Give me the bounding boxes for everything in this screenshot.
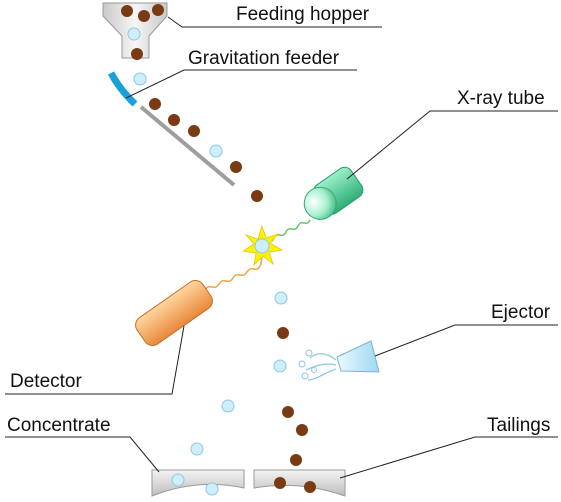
leader-detector [5, 325, 185, 395]
ore-particle [251, 190, 263, 202]
ore-particle [188, 125, 200, 137]
ore-particle [290, 454, 302, 466]
concentrate-bin-icon [151, 469, 245, 497]
ore-particle [296, 424, 308, 436]
xray-impact-flash-icon [241, 224, 284, 267]
label-concentrate: Concentrate [7, 415, 111, 436]
xray-tube-icon [303, 166, 364, 220]
label-xray-tube: X-ray tube [457, 88, 545, 109]
ore-particle [138, 10, 150, 22]
ore-particle [277, 327, 289, 339]
ore-particle [168, 114, 180, 126]
leader-hopper [167, 16, 382, 28]
ore-particle [131, 48, 143, 60]
mineral-particle [190, 442, 204, 456]
leader-xray [346, 110, 558, 180]
ore-particle [121, 5, 133, 17]
ore-particle [282, 406, 294, 418]
ore-particle [230, 161, 242, 173]
leader-concentrate [5, 436, 160, 473]
ore-particle [149, 98, 161, 110]
mineral-particle [171, 473, 185, 487]
leader-feeder [125, 69, 357, 99]
label-feeding-hopper: Feeding hopper [236, 4, 370, 25]
leader-tailings [339, 436, 558, 479]
label-tailings: Tailings [487, 415, 550, 436]
mineral-particle [274, 291, 288, 305]
label-detector: Detector [10, 371, 82, 392]
mineral-particle [133, 72, 147, 86]
ore-particle [274, 477, 286, 489]
mineral-particle [273, 359, 287, 373]
mineral-particle [127, 27, 141, 41]
tailings-bin-icon [253, 469, 346, 497]
leader-ejector [374, 324, 558, 357]
detector-icon [135, 279, 213, 347]
particles [121, 4, 316, 496]
mineral-particle [221, 399, 235, 413]
mineral-particle [209, 144, 223, 158]
label-ejector: Ejector [491, 302, 551, 323]
label-gravitation-feeder: Gravitation feeder [188, 48, 340, 69]
gravitation-feeder-icon [107, 71, 236, 187]
mineral-particle [205, 482, 219, 496]
xray-beam-to-detector [204, 249, 263, 291]
ore-particle [304, 481, 316, 493]
ejector-nozzle-icon [298, 340, 380, 381]
ore-particle [152, 4, 164, 16]
